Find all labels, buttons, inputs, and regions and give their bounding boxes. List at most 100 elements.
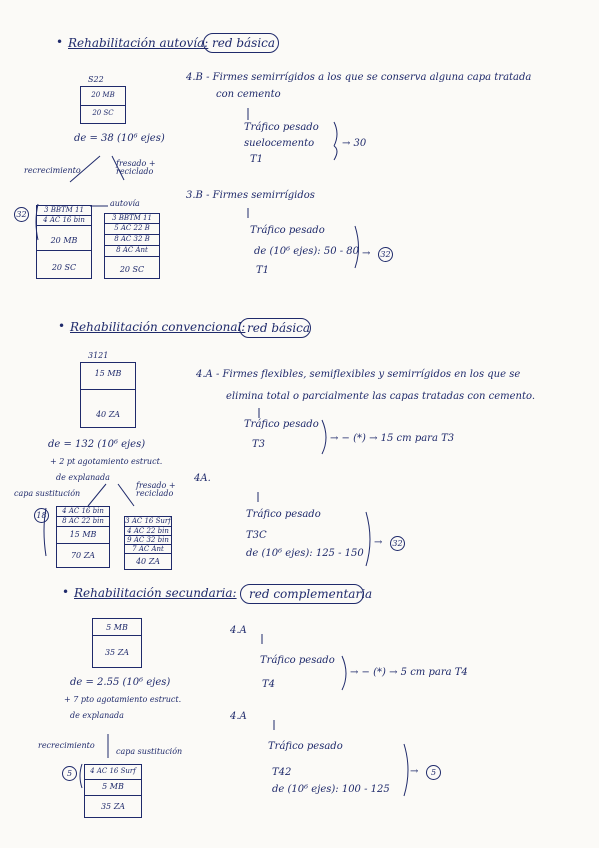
- s1-arrow-label: autovía: [110, 199, 140, 208]
- s2-r1-a: Tráfico pesado: [244, 419, 319, 430]
- s3-note2: de explanada: [70, 711, 124, 720]
- s1-tag: red básica: [212, 36, 276, 50]
- s3-stack-layer: 35 ZA: [93, 635, 141, 657]
- s2-stack-layer: 40 ZA: [81, 389, 135, 419]
- s2-tag-oval: red básica: [239, 318, 311, 338]
- s2-left-label: capa sustitución: [14, 489, 81, 498]
- s2-bullet: •: [58, 319, 66, 333]
- s3-left-label: recrecimiento: [38, 741, 95, 750]
- s1-r1-title2: con cemento: [216, 89, 281, 100]
- s1-a-layer: 20 SC: [37, 250, 91, 272]
- s2-r1-title: 4.A - Firmes flexibles, semiflexibles y …: [196, 369, 521, 380]
- s3-r2-arrow: →: [410, 766, 419, 777]
- s2-r1-title2: elimina total o parcialmente las capas t…: [226, 391, 535, 402]
- s3-r2-c: de (10⁶ ejes): 100 - 125: [272, 784, 390, 795]
- s1-bullet: •: [56, 35, 64, 49]
- s3-r2-a: Tráfico pesado: [268, 741, 343, 752]
- s3-stack-layer: 5 MB: [106, 623, 128, 632]
- s2-b-layer: 9 AC 32 bin: [125, 535, 171, 544]
- s3-r1-code: 4.A: [230, 625, 247, 636]
- s3-note1: + 7 pto agotamiento estruct.: [64, 695, 182, 704]
- s2-r1-result: → − (*) → 15 cm para T3: [330, 433, 455, 444]
- s1-r1-c: T1: [250, 154, 264, 165]
- s1-right-label: fresado + reciclado: [116, 159, 156, 176]
- s3-tag-oval: red complementaria: [240, 584, 372, 604]
- s2-b-layer: 7 AC Ant: [125, 544, 171, 553]
- s1-r1-a: Tráfico pesado: [244, 122, 319, 133]
- s2-mid-code: 4A.: [194, 473, 211, 484]
- s1-r2-b: de (10⁶ ejes): 50 - 80: [254, 246, 360, 257]
- s1-stack-layer: 20 MB: [91, 91, 115, 99]
- s3-r2-circle: 5: [426, 765, 441, 780]
- s3-option: 4 AC 16 Surf 5 MB 35 ZA: [84, 764, 142, 818]
- s1-option-a: 3 BBTM 11 4 AC 16 bin 20 MB 20 SC: [36, 205, 92, 279]
- s3-option-layer: 35 ZA: [85, 795, 141, 811]
- s2-note2: de explanada: [56, 473, 110, 482]
- s2-r2-a: Tráfico pesado: [246, 509, 321, 520]
- s1-circle: 32: [14, 207, 29, 222]
- s2-stack-label: 3121: [88, 351, 109, 360]
- s2-circle: 18: [34, 508, 49, 523]
- s1-r1-result: → 30: [342, 138, 367, 149]
- s1-b-layer: 5 AC 22 B: [105, 223, 159, 232]
- s1-b-layer: 8 AC 32 B: [105, 234, 159, 243]
- s3-title: Rehabilitación secundaria:: [74, 586, 237, 600]
- s1-stack: 20 MB 20 SC: [80, 86, 126, 124]
- s1-left-label: recrecimiento: [24, 166, 81, 175]
- s3-r1-a: Tráfico pesado: [260, 655, 335, 666]
- s3-option-layer: 4 AC 16 Surf: [90, 767, 136, 775]
- s2-b-layer: 3 AC 16 Surf: [125, 517, 171, 525]
- s1-r2-c: T1: [256, 265, 270, 276]
- arrow-right: [111, 155, 125, 181]
- s1-option-b: 3 BBTM 11 5 AC 22 B 8 AC 32 B 8 AC Ant 2…: [104, 213, 160, 279]
- s2-r2-circle: 32: [390, 536, 405, 551]
- s2-r2-c: de (10⁶ ejes): 125 - 150: [246, 548, 364, 559]
- s2-stack-layer: 15 MB: [94, 369, 122, 378]
- s2-r2-b: T3C: [246, 530, 267, 541]
- s1-de: de = 38 (10⁶ ejes): [74, 133, 165, 144]
- s1-b-layer: 8 AC Ant: [105, 245, 159, 254]
- s2-stack: 15 MB 40 ZA: [80, 362, 136, 428]
- s1-tag-oval: red básica: [203, 33, 279, 53]
- s2-de: de = 132 (10⁶ ejes): [48, 439, 146, 450]
- s3-r2-b: T42: [272, 767, 292, 778]
- s2-option-b: 3 AC 16 Surf 4 AC 22 bin 9 AC 32 bin 7 A…: [124, 516, 172, 570]
- s2-b-layer: 4 AC 22 bin: [125, 526, 171, 535]
- s1-r2-circle: 32: [378, 247, 393, 262]
- s2-r2-arrow: →: [374, 537, 383, 548]
- s3-option-layer: 5 MB: [85, 779, 141, 791]
- s1-r1-title: 4.B - Firmes semirrígidos a los que se c…: [186, 72, 532, 83]
- s2-b-layer: 40 ZA: [125, 553, 171, 566]
- s1-stack-layer: 20 SC: [81, 105, 125, 117]
- s1-a-layer: 4 AC 16 bin: [37, 215, 91, 224]
- s2-note1: + 2 pt agotamiento estruct.: [50, 457, 163, 466]
- s2-option-a: 4 AC 16 bin 8 AC 22 bin 15 MB 70 ZA: [56, 506, 110, 568]
- s1-a-layer: 20 MB: [37, 225, 91, 258]
- s3-bullet: •: [62, 585, 70, 599]
- s2-a-layer: 70 ZA: [57, 543, 109, 560]
- s1-r1-b: suelocemento: [244, 138, 315, 149]
- s3-de: de = 2.55 (10⁶ ejes): [70, 677, 171, 688]
- s2-title: Rehabilitación convencional:: [70, 320, 246, 334]
- s2-r1-c: T3: [252, 439, 266, 450]
- s3-right-label: capa sustitución: [116, 747, 183, 756]
- s3-r1-result: → − (*) → 5 cm para T4: [350, 667, 468, 678]
- s1-b-layer: 3 BBTM 11: [112, 214, 152, 222]
- s1-r2-arrow: →: [362, 248, 371, 259]
- s1-r2-title: 3.B - Firmes semirrígidos: [186, 190, 315, 201]
- s2-right-label: fresado + reciclado: [136, 481, 176, 498]
- s3-circle: 5: [62, 766, 77, 781]
- s3-r2-code: 4.A: [230, 711, 247, 722]
- s1-b-layer: 20 SC: [105, 256, 159, 274]
- s3-r1-b: T4: [262, 679, 276, 690]
- s1-a-layer: 3 BBTM 11: [44, 206, 84, 214]
- arrow-left: [69, 155, 101, 183]
- s3-tag: red complementaria: [249, 587, 373, 601]
- s2-a-layer: 4 AC 16 bin: [62, 507, 104, 515]
- s2-a-layer: 15 MB: [57, 526, 109, 539]
- s1-r2-a: Tráfico pesado: [250, 225, 325, 236]
- s1-stack-label: S22: [88, 75, 104, 84]
- s1-title: Rehabilitación autovía:: [68, 36, 209, 50]
- s3-stack: 5 MB 35 ZA: [92, 618, 142, 668]
